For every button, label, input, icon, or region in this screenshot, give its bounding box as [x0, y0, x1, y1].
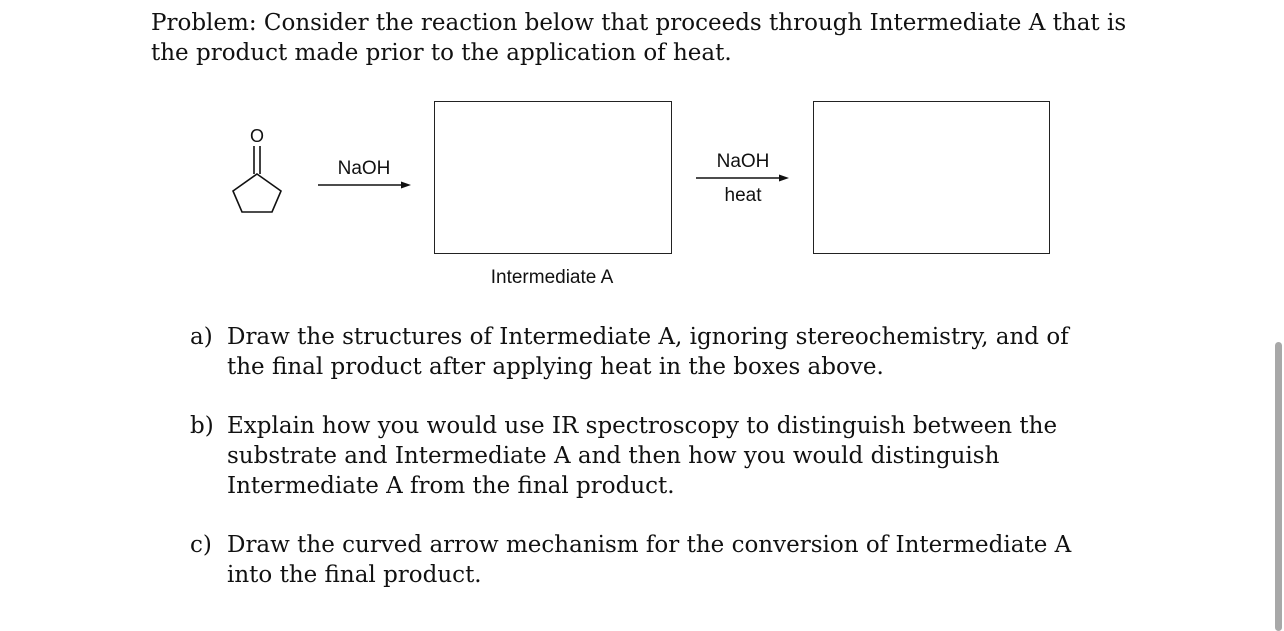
question-c-text: Draw the curved arrow mechanism for the …: [227, 532, 1072, 588]
vertical-scrollbar[interactable]: [1272, 0, 1284, 631]
step2-reagent-label: NaOH: [716, 151, 770, 172]
question-b: b) Explain how you would use IR spectros…: [190, 411, 1110, 501]
question-a-text: Draw the structures of Intermediate A, i…: [227, 324, 1069, 380]
question-b-text: Explain how you would use IR spectroscop…: [227, 413, 1058, 499]
final-product-answer-box[interactable]: [813, 101, 1050, 254]
question-c-letter: c): [190, 532, 212, 558]
intermediate-a-caption: Intermediate A: [490, 267, 614, 288]
question-c: c) Draw the curved arrow mechanism for t…: [190, 530, 1110, 590]
carbonyl-oxygen-label: O: [250, 126, 264, 146]
question-b-letter: b): [190, 413, 214, 439]
intermediate-a-answer-box[interactable]: [434, 101, 672, 254]
step2-condition-label: heat: [724, 185, 762, 206]
step1-reagent-label: NaOH: [337, 158, 391, 179]
reaction-arrow-2: [696, 174, 789, 182]
problem-statement: Problem: Consider the reaction below tha…: [151, 10, 1127, 66]
scrollbar-thumb[interactable]: [1275, 342, 1282, 631]
question-a: a) Draw the structures of Intermediate A…: [190, 322, 1110, 382]
question-a-letter: a): [190, 324, 213, 350]
reaction-arrow-1: [318, 181, 411, 189]
cyclopentanone-structure: [232, 146, 282, 213]
